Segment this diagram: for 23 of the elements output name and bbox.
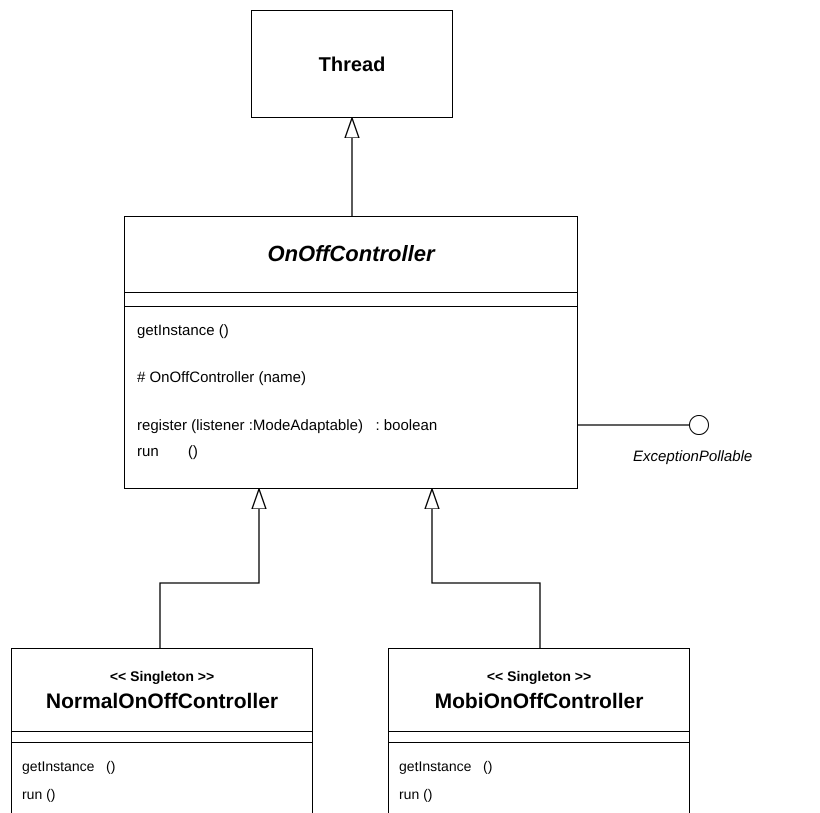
method: run () [399,786,432,803]
stereotype: << Singleton >> [486,668,592,685]
generalization-arrow [159,488,267,648]
method: register (listener :ModeAdaptable) : boolean [137,417,438,435]
method: getInstance () [137,322,229,340]
class-box [124,216,578,489]
method: # OnOffController (name) [137,369,306,387]
class-box [388,648,690,813]
generalization-arrow [344,117,360,216]
class-box [11,648,313,813]
interface-name: ExceptionPollable [633,448,752,466]
method: run () [22,786,56,803]
connector-line [578,424,689,426]
class-name: MobiOnOffController [434,689,644,714]
method: getInstance () [22,758,116,775]
class-name: NormalOnOffController [44,689,280,714]
generalization-arrow [424,488,541,648]
class-box [251,10,453,118]
method: run () [137,443,198,461]
class-name: OnOffController [266,241,436,268]
method: getInstance () [399,758,492,775]
stereotype: << Singleton >> [108,668,216,685]
class-name: Thread [318,53,386,77]
